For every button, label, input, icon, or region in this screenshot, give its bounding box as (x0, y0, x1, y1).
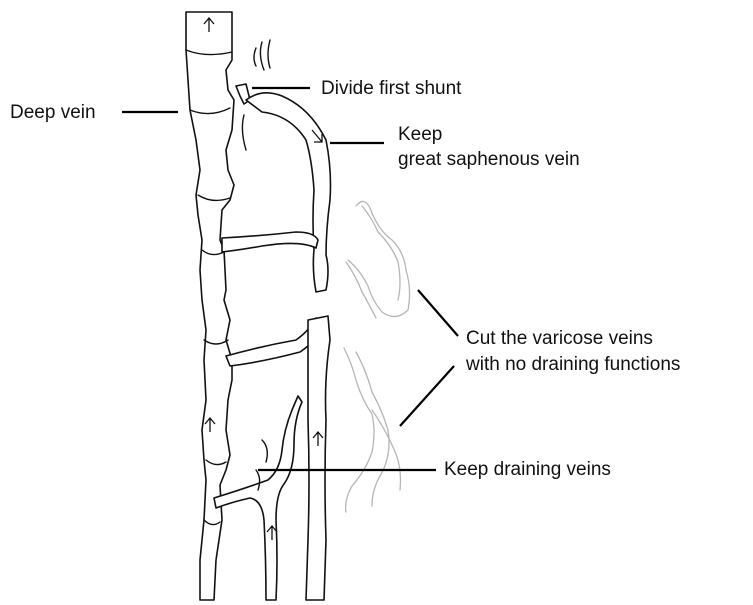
label-keep-gsv-line2: great saphenous vein (398, 148, 580, 171)
label-cut-varicose-line1: Cut the varicose veins (466, 327, 653, 350)
label-divide-first-shunt: Divide first shunt (321, 77, 461, 100)
deep-vein-drawing (186, 12, 234, 600)
label-cut-varicose-line2: with no draining functions (466, 353, 680, 376)
label-keep-draining-veins: Keep draining veins (444, 458, 611, 481)
varicose-veins-drawing (344, 201, 410, 512)
label-keep-gsv-line1: Keep (398, 123, 442, 146)
great-saphenous-vein-drawing (246, 93, 331, 292)
leader-cut-upper (418, 290, 458, 336)
draining-veins-drawing (214, 396, 302, 600)
label-deep-vein: Deep vein (10, 101, 96, 124)
leader-cut-lower (400, 366, 454, 426)
